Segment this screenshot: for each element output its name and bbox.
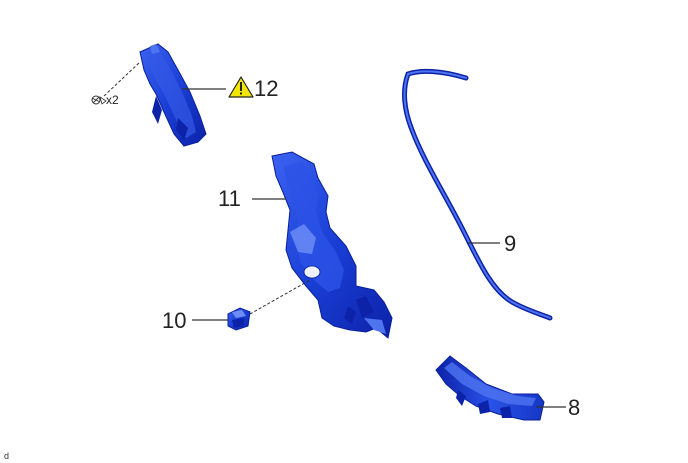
part-12-fastener: x2 bbox=[91, 61, 141, 107]
part-11-trim-panel[interactable] bbox=[271, 151, 393, 339]
part-10-callout: 10 bbox=[162, 308, 186, 333]
fastener-qty-label: x2 bbox=[106, 93, 119, 107]
part-8-scuff-plate[interactable] bbox=[435, 355, 545, 421]
corner-mark: d bbox=[4, 451, 9, 461]
part-10-clip[interactable] bbox=[227, 307, 251, 331]
part-8-callout: 8 bbox=[568, 395, 580, 420]
part-10-dashed-leader bbox=[249, 279, 311, 315]
part-9-callout: 9 bbox=[504, 231, 516, 256]
part-9-weatherstrip[interactable] bbox=[402, 68, 553, 321]
part-12-bracket[interactable] bbox=[139, 43, 207, 147]
part-12-callout: 12 bbox=[254, 76, 278, 101]
caution-icon bbox=[228, 76, 254, 98]
part-11-callout: 11 bbox=[218, 186, 241, 211]
fastener-dashed-leader bbox=[103, 61, 141, 97]
